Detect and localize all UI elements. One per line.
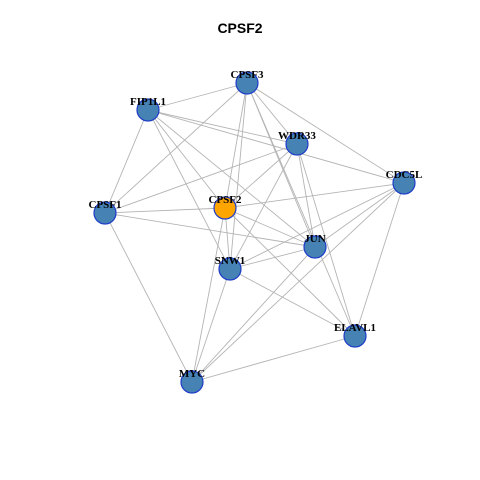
node-cdc5l[interactable] bbox=[392, 171, 416, 195]
edges-layer bbox=[104, 82, 405, 383]
edge-cpsf3-wdr33 bbox=[246, 82, 298, 145]
node-label-cpsf1: CPSF1 bbox=[89, 199, 122, 211]
edge-fip1l1-jun bbox=[147, 109, 316, 248]
node-fip1l1[interactable] bbox=[136, 98, 160, 122]
edge-wdr33-snw1 bbox=[229, 143, 298, 270]
node-elavl1[interactable] bbox=[343, 324, 367, 348]
edge-fip1l1-snw1 bbox=[147, 109, 231, 270]
edge-snw1-elavl1 bbox=[229, 268, 356, 337]
node-cpsf1[interactable] bbox=[93, 201, 117, 225]
node-label-wdr33: WDR33 bbox=[278, 130, 316, 142]
node-label-elavl1: ELAVL1 bbox=[334, 322, 376, 334]
edge-snw1-jun bbox=[229, 246, 316, 270]
node-label-myc: MYC bbox=[179, 368, 205, 380]
edge-cpsf1-cpsf2 bbox=[104, 207, 226, 214]
edge-cdc5l-myc bbox=[191, 182, 405, 383]
edge-wdr33-elavl1 bbox=[296, 143, 356, 337]
graph-title: CPSF2 bbox=[217, 20, 263, 36]
edge-cpsf2-myc bbox=[191, 207, 226, 383]
edge-cdc5l-elavl1 bbox=[354, 182, 405, 337]
edge-fip1l1-cdc5l bbox=[147, 109, 405, 184]
edge-cdc5l-jun bbox=[314, 182, 405, 248]
node-myc[interactable] bbox=[180, 370, 204, 394]
node-label-cpsf2: CPSF2 bbox=[209, 194, 243, 206]
edge-wdr33-jun bbox=[296, 143, 316, 248]
edge-cpsf3-elavl1 bbox=[246, 82, 356, 337]
edge-fip1l1-wdr33 bbox=[147, 109, 298, 145]
edge-fip1l1-cpsf2 bbox=[147, 109, 226, 209]
edge-cpsf2-elavl1 bbox=[224, 207, 356, 337]
edge-snw1-myc bbox=[191, 268, 231, 383]
edge-cdc5l-snw1 bbox=[229, 182, 405, 270]
edge-wdr33-cpsf1 bbox=[104, 143, 298, 214]
edge-cpsf1-myc bbox=[104, 212, 193, 383]
edge-cpsf1-jun bbox=[104, 212, 316, 248]
node-label-jun: JUN bbox=[304, 233, 325, 245]
edge-cdc5l-cpsf2 bbox=[224, 182, 405, 209]
edge-cpsf3-fip1l1 bbox=[147, 82, 248, 111]
node-jun[interactable] bbox=[303, 235, 327, 259]
nodes-layer bbox=[93, 71, 416, 394]
node-label-snw1: SNW1 bbox=[215, 255, 246, 267]
node-label-cdc5l: CDC5L bbox=[386, 169, 423, 181]
edge-elavl1-myc bbox=[191, 335, 356, 383]
edge-cpsf3-cpsf2 bbox=[224, 82, 248, 209]
edge-fip1l1-cpsf1 bbox=[104, 109, 149, 214]
edge-cpsf3-snw1 bbox=[229, 82, 248, 270]
node-label-cpsf3: CPSF3 bbox=[231, 69, 265, 81]
edge-cpsf3-cpsf1 bbox=[104, 82, 248, 214]
edge-cpsf2-jun bbox=[224, 207, 316, 248]
edge-cpsf3-cdc5l bbox=[246, 82, 405, 184]
node-wdr33[interactable] bbox=[285, 132, 309, 156]
node-label-fip1l1: FIP1L1 bbox=[130, 96, 166, 108]
node-snw1[interactable] bbox=[218, 257, 242, 281]
edge-wdr33-cpsf2 bbox=[224, 143, 298, 209]
node-cpsf3[interactable] bbox=[235, 71, 259, 95]
node-cpsf2[interactable] bbox=[213, 196, 237, 220]
edge-jun-myc bbox=[191, 246, 316, 383]
